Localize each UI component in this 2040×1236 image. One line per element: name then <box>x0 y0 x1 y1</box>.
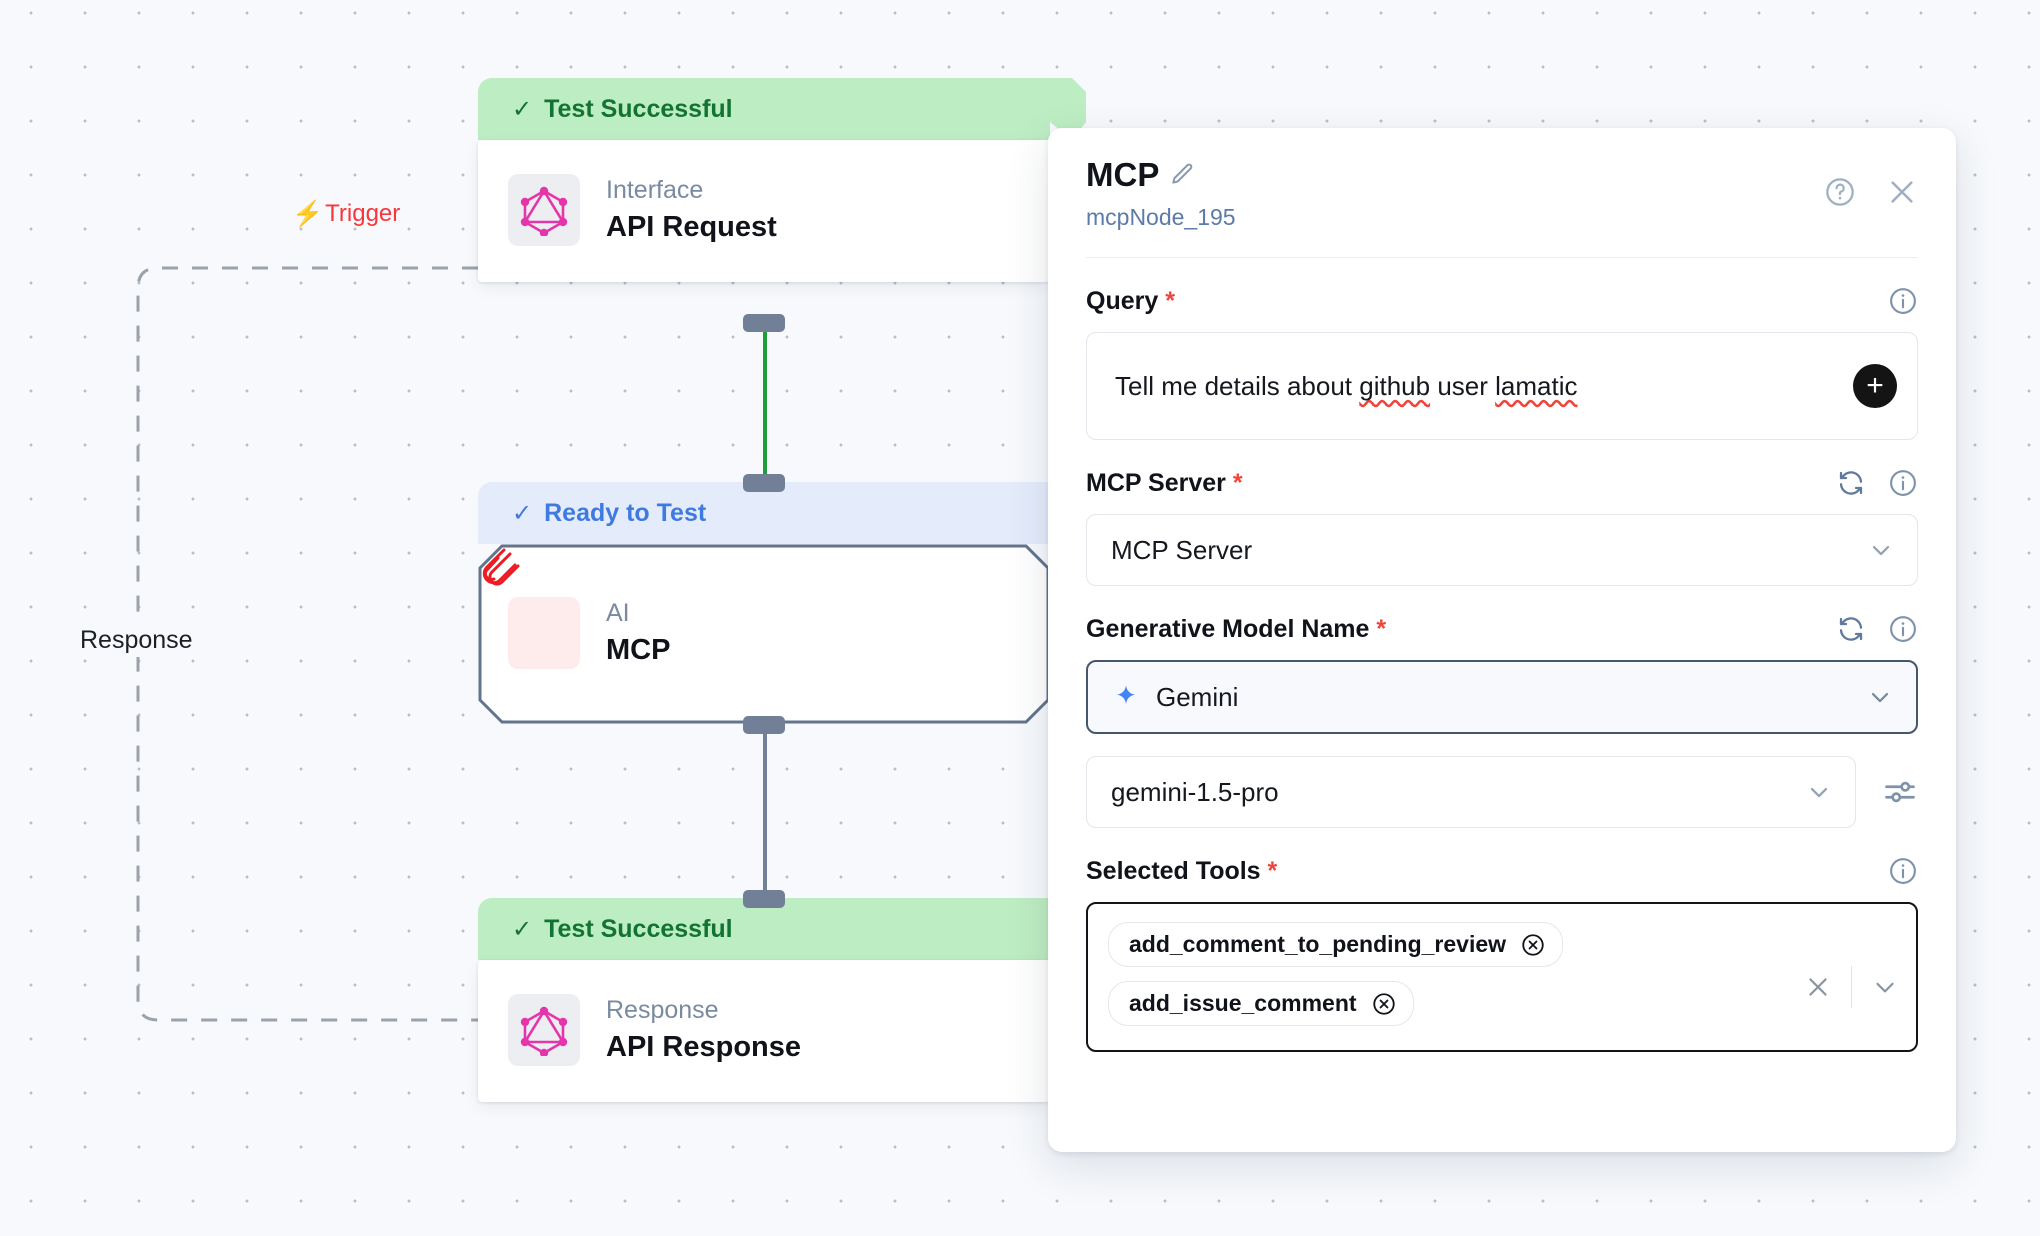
chevron-down-icon <box>1805 778 1833 806</box>
page-title: MCP <box>1086 156 1160 193</box>
header-divider <box>1086 257 1918 258</box>
field-label-text: Query <box>1086 286 1159 315</box>
panel-header: MCP mcpNode_195 <box>1086 156 1918 231</box>
node-input-handle[interactable] <box>743 890 785 908</box>
field-query: Query * <box>1086 258 1918 440</box>
field-generative-model: Generative Model Name * <box>1086 586 1918 828</box>
node-api-request[interactable]: ✓ Test Successful <box>478 78 1086 332</box>
mcp-paperclip-icon <box>482 548 580 669</box>
tool-chip[interactable]: add_issue_comment <box>1108 981 1414 1026</box>
query-input[interactable]: Tell me details about github user lamati… <box>1086 332 1918 440</box>
node-kind-label: AI <box>606 599 630 628</box>
field-label-text: MCP Server <box>1086 468 1226 497</box>
help-circle-icon[interactable] <box>1824 176 1856 208</box>
node-mcp[interactable]: ✓ Ready to Test <box>478 474 1086 734</box>
required-marker: * <box>1232 468 1243 497</box>
add-variable-button[interactable]: + <box>1853 364 1897 408</box>
sliders-icon[interactable] <box>1882 774 1918 810</box>
trigger-label-text: Trigger <box>325 200 401 227</box>
circle-x-icon[interactable] <box>1371 991 1397 1017</box>
field-label-text: Selected Tools <box>1086 856 1261 885</box>
model-provider-value: Gemini <box>1156 681 1239 712</box>
mcp-server-select[interactable]: MCP Server <box>1086 514 1918 586</box>
chevron-down-icon <box>1867 536 1895 564</box>
node-card[interactable]: Response API Response <box>478 960 1050 1102</box>
query-text-part1: Tell me details about <box>1115 370 1360 401</box>
chevron-down-icon <box>1866 683 1894 711</box>
node-id-label: mcpNode_195 <box>1086 204 1236 230</box>
tool-chip-label: add_comment_to_pending_review <box>1129 931 1507 957</box>
node-input-handle[interactable] <box>743 474 785 492</box>
lightning-bolt-icon: ⚡ <box>292 199 324 228</box>
node-kind-label: Response <box>606 996 719 1025</box>
node-title-label: API Response <box>606 1030 801 1063</box>
trigger-response-dashed-edge <box>136 266 478 1022</box>
node-status-text: Test Successful <box>544 914 733 943</box>
node-card[interactable]: AI MCP <box>478 544 1050 724</box>
model-provider-select[interactable]: Gemini <box>1086 660 1918 734</box>
check-icon: ✓ <box>512 95 533 123</box>
node-kind-label: Interface <box>606 176 704 205</box>
trigger-label: ⚡ Trigger <box>292 200 400 228</box>
graphql-icon <box>508 994 580 1066</box>
node-api-response[interactable]: ✓ Test Successful <box>478 890 1086 1102</box>
model-name-select[interactable]: gemini-1.5-pro <box>1086 756 1856 828</box>
query-text-part2: user <box>1430 370 1496 401</box>
tool-chip[interactable]: add_comment_to_pending_review <box>1108 922 1564 967</box>
mcp-server-value: MCP Server <box>1111 534 1253 565</box>
tool-chip-label: add_issue_comment <box>1129 990 1357 1016</box>
query-text-github: github <box>1359 370 1431 401</box>
node-status-text: Ready to Test <box>544 498 707 527</box>
selected-tools-multiselect[interactable]: add_comment_to_pending_review add_issue_… <box>1086 902 1918 1052</box>
required-marker: * <box>1376 614 1387 643</box>
info-icon[interactable] <box>1888 614 1918 644</box>
check-icon: ✓ <box>512 915 533 943</box>
field-label-text: Generative Model Name <box>1086 614 1370 643</box>
node-status-badge: ✓ Test Successful <box>478 78 1086 140</box>
banner-corner-shape <box>1050 78 1086 140</box>
refresh-icon[interactable] <box>1836 468 1866 498</box>
model-name-value: gemini-1.5-pro <box>1111 776 1279 807</box>
node-card[interactable]: Interface API Request <box>478 140 1050 282</box>
close-icon[interactable] <box>1886 176 1918 208</box>
check-icon: ✓ <box>512 499 533 527</box>
node-output-handle[interactable] <box>743 716 785 734</box>
node-title-label: API Request <box>606 210 777 243</box>
node-config-panel[interactable]: MCP mcpNode_195 <box>1048 128 1956 1152</box>
required-marker: * <box>1165 286 1175 315</box>
actions-divider <box>1851 966 1852 1008</box>
graphql-icon <box>508 174 580 246</box>
info-icon[interactable] <box>1888 468 1918 498</box>
field-selected-tools: Selected Tools * <box>1086 828 1918 1052</box>
field-mcp-server: MCP Server * <box>1086 440 1918 586</box>
node-status-text: Test Successful <box>544 94 733 123</box>
info-icon[interactable] <box>1888 286 1918 316</box>
required-marker: * <box>1267 856 1278 885</box>
pencil-icon[interactable] <box>1169 162 1195 188</box>
query-text-lamatic: lamatic <box>1495 370 1578 401</box>
node-title-label: MCP <box>606 633 671 666</box>
chevron-down-icon[interactable] <box>1870 972 1900 1002</box>
node-output-handle[interactable] <box>743 314 785 332</box>
gemini-sparkle-icon <box>1112 683 1140 711</box>
clear-tools-icon[interactable] <box>1803 972 1833 1002</box>
circle-x-icon[interactable] <box>1520 932 1546 958</box>
refresh-icon[interactable] <box>1836 614 1866 644</box>
info-icon[interactable] <box>1888 856 1918 886</box>
response-label: Response <box>72 624 201 657</box>
